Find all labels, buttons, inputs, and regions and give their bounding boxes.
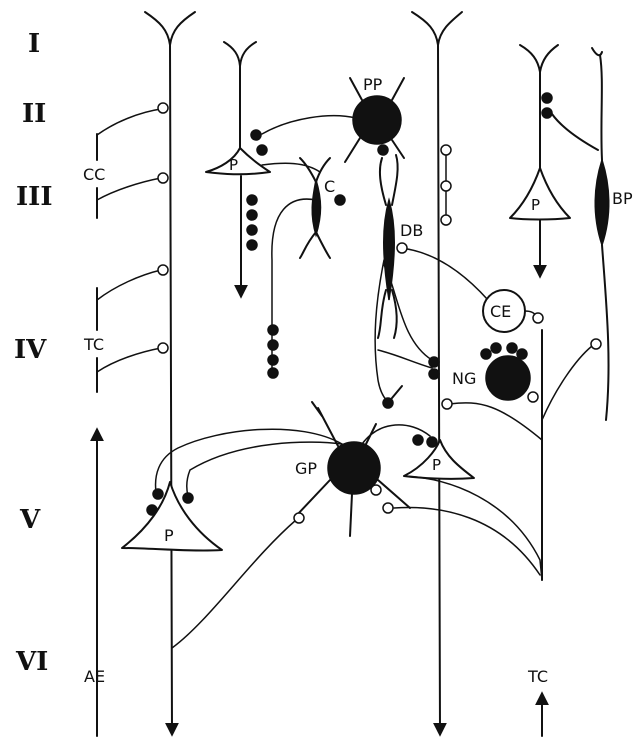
ce-label: CE — [490, 302, 511, 321]
synapse-filled — [542, 108, 552, 118]
synapse-filled — [481, 349, 491, 359]
synapse-filled — [429, 369, 439, 379]
layer-label-3: III — [16, 182, 53, 212]
db-label: DB — [400, 221, 423, 240]
pp-cell: PP — [251, 75, 404, 162]
synapse-filled — [247, 240, 257, 250]
synapse-open — [528, 392, 538, 402]
layer-labels: I II III IV V VI — [14, 29, 53, 677]
p-upper-left-label: P — [229, 156, 238, 174]
synapse-filled — [507, 343, 517, 353]
middle-apical-synapses — [441, 145, 451, 225]
synapse-filled — [247, 210, 257, 220]
c-label: C — [324, 177, 335, 196]
pp-soma — [353, 96, 401, 144]
synapse-filled — [268, 325, 278, 335]
synapse-filled — [383, 398, 393, 408]
synapse-open — [441, 215, 451, 225]
synapse-open — [442, 399, 452, 409]
synapse-open — [441, 145, 451, 155]
synapse-filled — [542, 93, 552, 103]
gp-cell: GP — [147, 386, 437, 536]
synapse-filled — [491, 343, 501, 353]
synapse-open — [158, 103, 168, 113]
ng-cell: NG — [452, 343, 538, 402]
synapse-open — [383, 503, 393, 513]
synapse-open — [294, 513, 304, 523]
synapse-filled — [413, 435, 423, 445]
layer-label-5: V — [19, 505, 41, 535]
p-middle-label: P — [432, 456, 441, 474]
synapse-open — [441, 181, 451, 191]
tc-bottom-label: TC — [527, 667, 548, 686]
tc-left-label: TC — [83, 335, 104, 354]
synapse-filled — [429, 357, 439, 367]
synapse-filled — [517, 349, 527, 359]
chandelier-cell: C — [247, 158, 345, 378]
synapse-filled — [268, 355, 278, 365]
synapse-open — [158, 173, 168, 183]
ce-cell: CE — [483, 290, 543, 332]
ae-label: AE — [84, 667, 105, 686]
layer-label-6: VI — [15, 647, 48, 677]
synapse-filled — [268, 368, 278, 378]
synapse-filled — [251, 130, 261, 140]
layer-label-1: I — [28, 29, 40, 59]
synapse-open — [533, 313, 543, 323]
synapse-open — [158, 343, 168, 353]
synapse-open — [591, 339, 601, 349]
cc-label: CC — [83, 165, 105, 184]
bipolar-cell: BP — [552, 48, 633, 420]
synapse-filled — [247, 195, 257, 205]
pyramidal-cell-middle: P — [394, 440, 542, 580]
synapse-open — [158, 265, 168, 275]
synapse-filled — [268, 340, 278, 350]
ng-label: NG — [452, 369, 476, 388]
ng-soma — [486, 356, 530, 400]
pyramidal-cell-upper-left: P — [206, 148, 320, 296]
synapse-open — [397, 243, 407, 253]
synapse-filled — [427, 437, 437, 447]
pp-label: PP — [363, 75, 383, 94]
layer-label-4: IV — [14, 335, 47, 365]
synapse-filled — [183, 493, 193, 503]
synapse-filled — [247, 225, 257, 235]
bp-label: BP — [612, 189, 633, 208]
synapse-filled — [257, 145, 267, 155]
afferent-fibers-left: CC TC AE — [83, 103, 168, 736]
layer-label-2: II — [22, 99, 46, 129]
p-lower-left-label: P — [164, 526, 174, 545]
synapse-filled — [335, 195, 345, 205]
gp-label: GP — [295, 459, 317, 478]
synapse-filled — [153, 489, 163, 499]
p-right-label: P — [531, 196, 540, 214]
synapse-filled — [378, 145, 388, 155]
synapse-open — [371, 485, 381, 495]
